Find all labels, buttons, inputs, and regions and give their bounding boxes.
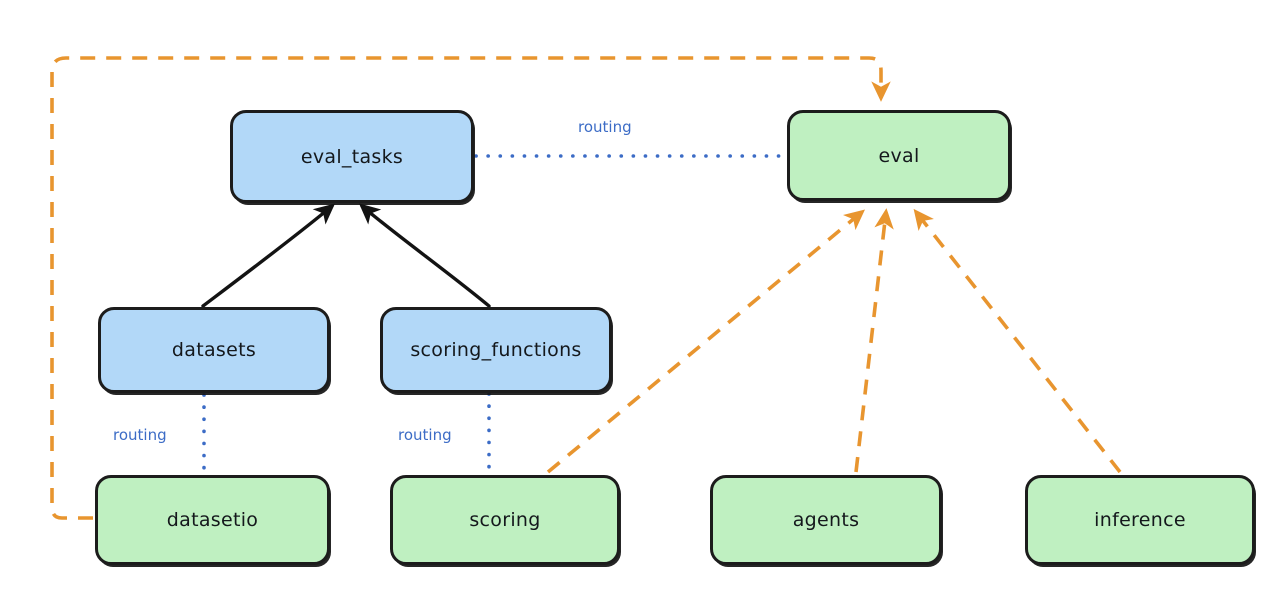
edge-datasets-to-eval-tasks xyxy=(201,203,336,308)
node-eval_tasks[interactable]: eval_tasks xyxy=(230,110,474,203)
node-label: scoring_functions xyxy=(410,339,582,361)
node-label: agents xyxy=(792,509,860,531)
node-label: datasets xyxy=(171,339,257,361)
edge-datasetio-to-eval xyxy=(50,56,891,520)
edge-label-routing-scoring_funcs-scoring: routing xyxy=(398,426,452,444)
node-inference[interactable]: inference xyxy=(1025,475,1255,565)
node-datasetio[interactable]: datasetio xyxy=(95,475,330,565)
node-label: scoring xyxy=(469,509,541,531)
node-label: datasetio xyxy=(166,509,259,531)
node-scoring[interactable]: scoring xyxy=(390,475,620,565)
node-label: eval xyxy=(878,144,920,167)
edge-label-routing-eval_tasks-eval: routing xyxy=(578,118,632,136)
node-eval[interactable]: eval xyxy=(787,110,1011,201)
node-scoring_functions[interactable]: scoring_functions xyxy=(380,307,612,393)
node-label: inference xyxy=(1094,509,1186,531)
edge-scoring-functions-to-eval-tasks xyxy=(359,203,491,308)
node-agents[interactable]: agents xyxy=(710,475,942,565)
edge-inference-to-eval xyxy=(913,208,1122,474)
node-label: eval_tasks xyxy=(300,145,404,168)
edge-agents-to-eval xyxy=(854,208,894,473)
edge-scoring-to-eval xyxy=(546,209,866,474)
edge-label-routing-datasets-datasetio: routing xyxy=(113,426,167,444)
node-datasets[interactable]: datasets xyxy=(98,307,330,393)
